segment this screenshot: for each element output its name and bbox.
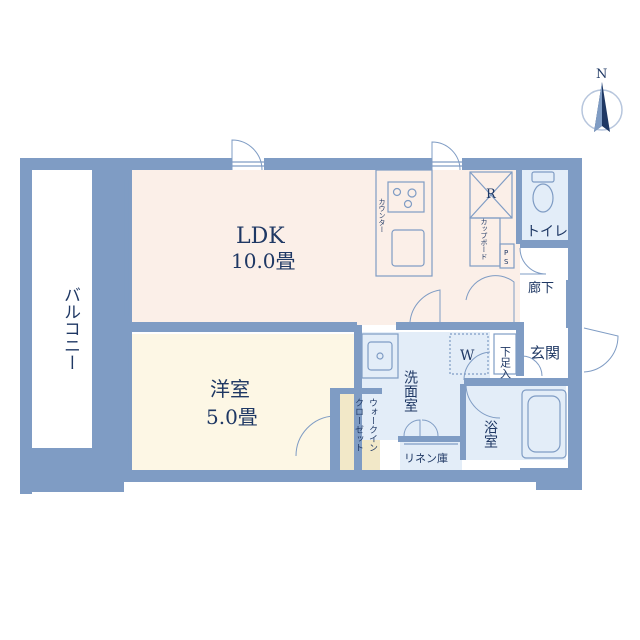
cupboard-box xyxy=(469,217,501,267)
pipe-space-label-p: P xyxy=(504,249,508,257)
shoe-box-label: 下足入 xyxy=(499,346,512,379)
balcony-label: バルコニー xyxy=(60,286,80,371)
counter-label: カウンター xyxy=(378,198,386,233)
washer-space xyxy=(449,333,489,375)
right-bottom-wall xyxy=(536,468,582,490)
linen-wall-top xyxy=(398,436,464,442)
linen-floor xyxy=(400,440,462,470)
kitchen-counter xyxy=(375,169,433,277)
shoe-box xyxy=(493,333,517,375)
ldk-left-wall xyxy=(120,170,132,470)
toilet-label: トイレ xyxy=(526,224,568,240)
door-entrance-step xyxy=(521,355,543,377)
fridge-label: R xyxy=(486,187,497,202)
pipe-space-label-s: S xyxy=(504,258,509,266)
washer-label: W xyxy=(460,348,475,364)
balcony-pillar xyxy=(92,170,120,182)
door-kitchen-top xyxy=(431,141,461,171)
toilet-wall-left xyxy=(516,170,522,244)
washbasin-bowl xyxy=(367,341,393,371)
balcony-corner-top xyxy=(20,158,124,170)
hall-wall xyxy=(396,322,520,330)
stove xyxy=(387,181,425,213)
western-room-floor xyxy=(132,334,357,470)
toilet-bowl xyxy=(532,183,554,213)
ldk-size-label: 10.0畳 xyxy=(231,249,296,273)
western-room-label: 洋室 xyxy=(210,377,250,401)
door-washroom xyxy=(463,351,491,381)
door-western xyxy=(295,415,335,457)
washbasin-drain xyxy=(376,352,384,360)
door-entrance xyxy=(583,327,619,373)
pipe-space-box xyxy=(499,243,515,269)
compass-north-label: N xyxy=(596,67,607,82)
balcony-wall-left xyxy=(20,158,32,494)
balcony-inner xyxy=(32,170,92,448)
top-wall-mid xyxy=(264,158,432,170)
ldk-bottom-wall xyxy=(132,322,357,332)
walkin-closet-label-2: クローゼット xyxy=(353,398,364,452)
top-wall-right xyxy=(462,158,582,170)
washroom-wall-left xyxy=(354,325,362,470)
entrance-label: 玄関 xyxy=(530,344,560,362)
door-hall-ldk2 xyxy=(465,275,515,322)
toilet-wall-bottom xyxy=(520,240,570,248)
bottom-wall xyxy=(120,470,538,482)
bath-wall-top xyxy=(464,378,570,386)
door-closet-2 xyxy=(421,419,439,437)
entrance-step xyxy=(516,322,524,376)
bathtub xyxy=(521,389,567,459)
bath-floor xyxy=(466,384,566,460)
bath-wall-left xyxy=(460,384,466,460)
door-ldk-top xyxy=(231,139,263,171)
ldk-label: LDK xyxy=(236,224,285,249)
balcony-wall-bottom xyxy=(20,448,124,492)
hallway-label: 廊下 xyxy=(528,280,554,296)
door-closet-1 xyxy=(403,419,421,437)
washbasin-counter xyxy=(361,333,399,379)
burner-3 xyxy=(403,199,413,209)
cupboard-label: カップボード xyxy=(480,218,488,260)
fridge-diag-2 xyxy=(469,171,513,219)
linen-label: リネン庫 xyxy=(404,451,448,465)
burner-2 xyxy=(407,188,417,198)
ldk-floor xyxy=(132,170,520,325)
door-toilet xyxy=(519,247,547,275)
closet-wall-left xyxy=(330,390,340,472)
entrance-wall-top xyxy=(566,280,582,328)
door-ldk-hall xyxy=(409,289,441,323)
washroom-label: 洗面室 xyxy=(402,370,418,412)
burner-1 xyxy=(392,187,402,197)
door-bath xyxy=(465,383,501,419)
bathtub-inner xyxy=(527,395,561,453)
kitchen-sink xyxy=(391,229,425,267)
bath-label: 浴室 xyxy=(482,420,498,448)
toilet-tank xyxy=(531,171,555,183)
compass-icon xyxy=(581,82,623,132)
walkin-closet-label-1: ウォークイン xyxy=(367,398,378,452)
western-room-size-label: 5.0畳 xyxy=(206,405,258,429)
